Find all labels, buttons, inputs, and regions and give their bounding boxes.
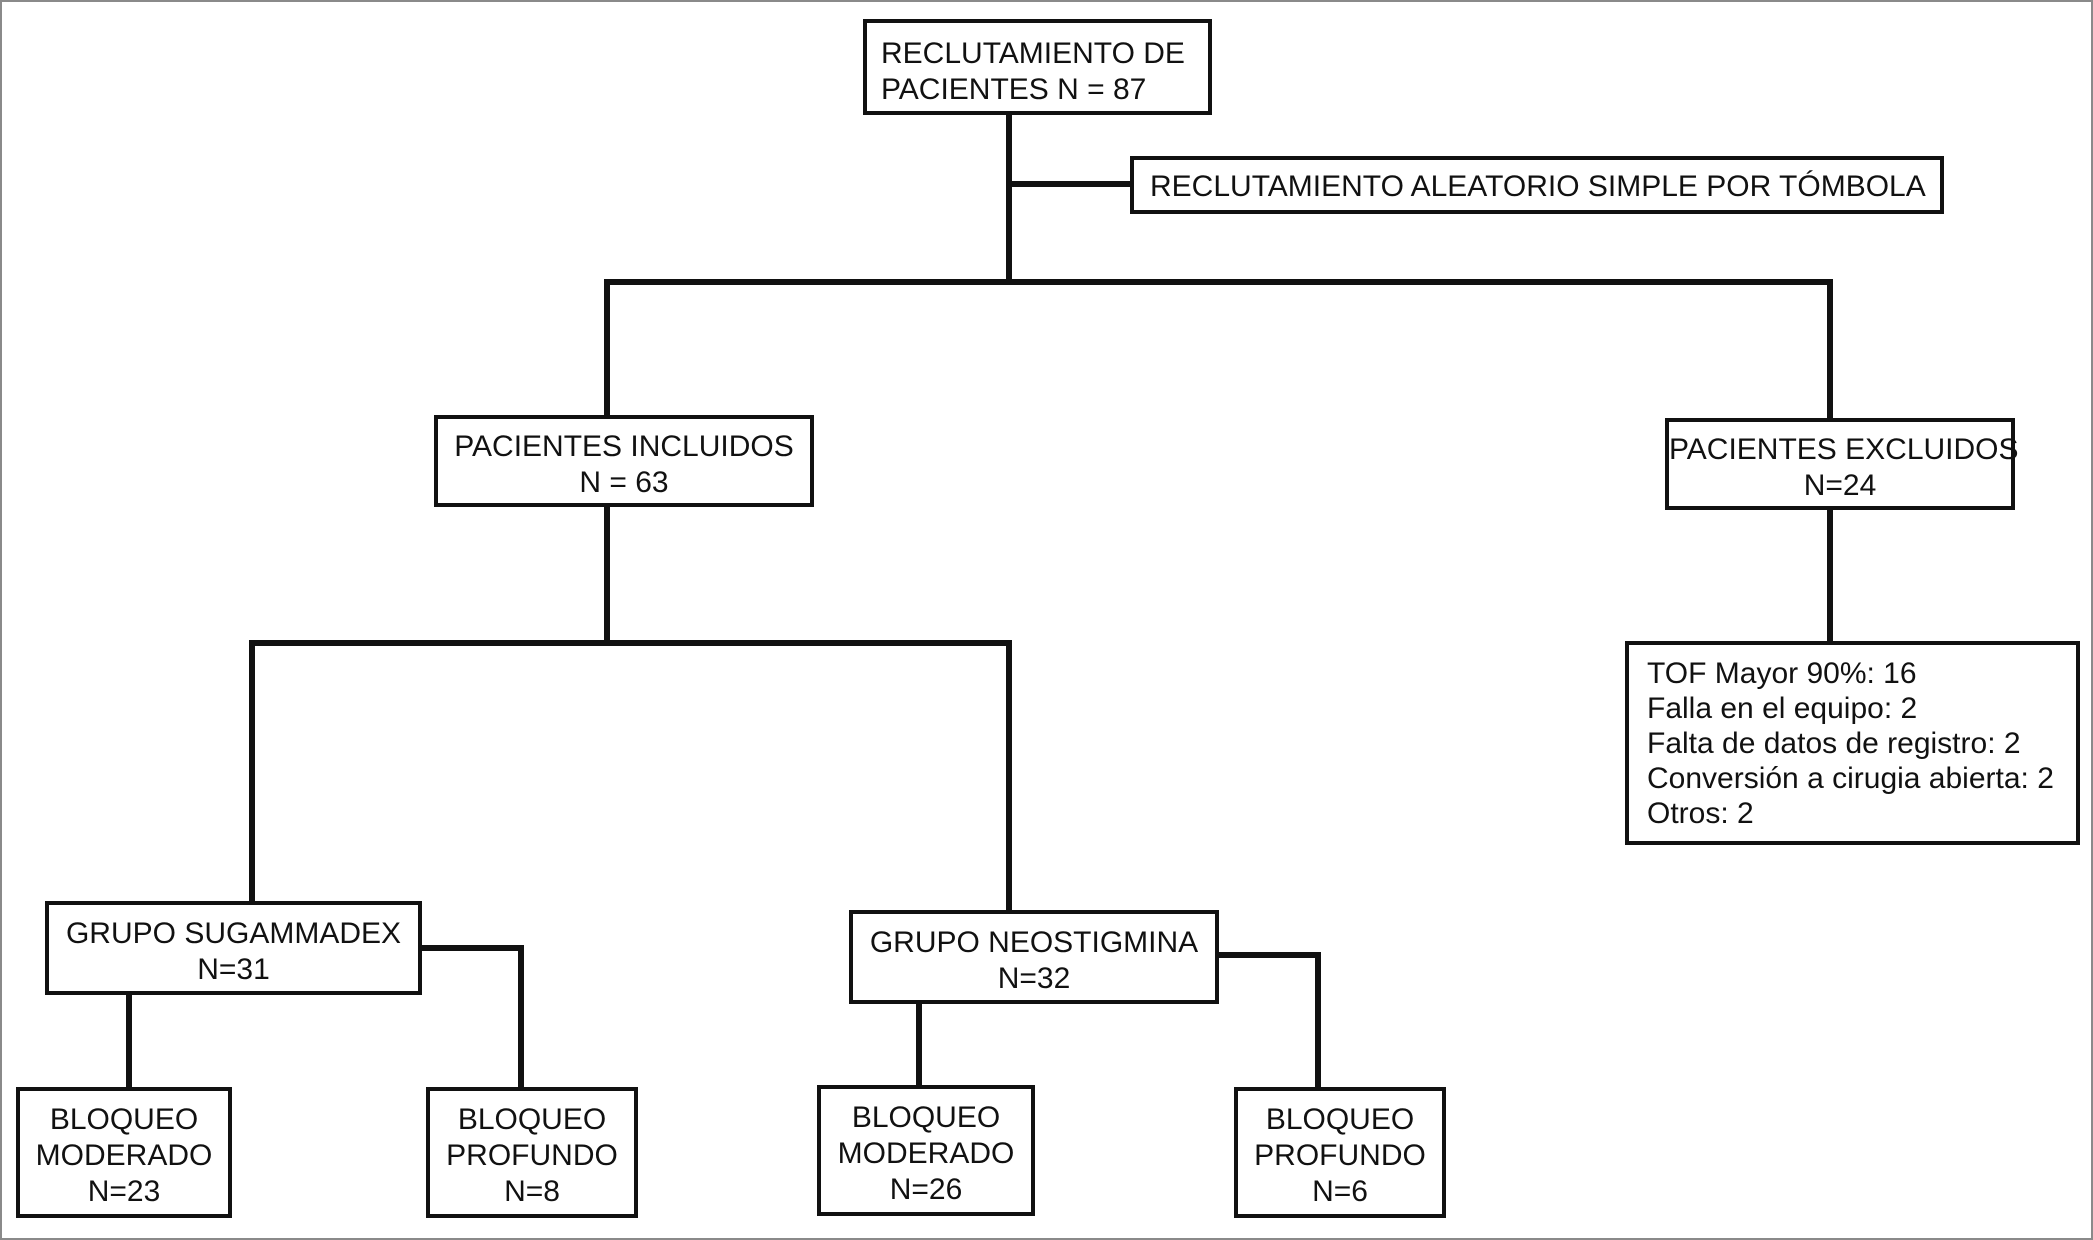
- exclusion-reason-item: Falta de datos de registro: 2: [1647, 727, 2021, 760]
- exclusion-reason-item: Falla en el equipo: 2: [1647, 692, 1918, 725]
- exclusion-reason-item: Conversión a cirugia abierta: 2: [1647, 762, 2054, 795]
- exclusion-reason-item: TOF Mayor 90%: 16: [1647, 657, 1917, 690]
- exclusion-reason-item: Otros: 2: [1647, 797, 1754, 830]
- sugammadex-line2: N=31: [197, 953, 270, 986]
- sug-deep-block-box: BLOQUEO PROFUNDO N=8: [426, 1087, 638, 1218]
- randomization-text: RECLUTAMIENTO ALEATORIO SIMPLE POR TÓMBO…: [1150, 170, 1926, 203]
- recruitment-line2: PACIENTES N = 87: [881, 73, 1147, 106]
- sug-deep-line2: PROFUNDO: [446, 1139, 618, 1172]
- neo-moderate-line3: N=26: [889, 1173, 963, 1206]
- sug-moderate-line1: BLOQUEO: [49, 1103, 199, 1136]
- sugammadex-group-box: GRUPO SUGAMMADEX N=31: [45, 901, 422, 995]
- excluded-box: PACIENTES EXCLUIDOS N=24: [1665, 418, 2019, 510]
- neostigmina-group-box: GRUPO NEOSTIGMINA N=32: [849, 910, 1219, 1004]
- included-box: PACIENTES INCLUIDOS N = 63: [434, 415, 814, 507]
- exclusion-reasons-box: TOF Mayor 90%: 16 Falla en el equipo: 2 …: [1625, 641, 2080, 845]
- sug-deep-line1: BLOQUEO: [457, 1103, 607, 1136]
- neo-deep-block-box: BLOQUEO PROFUNDO N=6: [1234, 1087, 1446, 1218]
- included-line2: N = 63: [579, 466, 669, 499]
- included-line1: PACIENTES INCLUIDOS: [454, 430, 794, 463]
- sug-moderate-block-box: BLOQUEO MODERADO N=23: [16, 1087, 232, 1218]
- excluded-line1: PACIENTES EXCLUIDOS: [1669, 433, 2019, 466]
- neo-moderate-block-box: BLOQUEO MODERADO N=26: [817, 1085, 1035, 1216]
- neo-moderate-line2: MODERADO: [837, 1137, 1015, 1170]
- excluded-line2: N=24: [1803, 469, 1877, 502]
- recruitment-box: RECLUTAMIENTO DE PACIENTES N = 87: [863, 19, 1212, 115]
- sugammadex-line1: GRUPO SUGAMMADEX: [65, 917, 402, 950]
- connector-sug-deep: [417, 945, 524, 1092]
- recruitment-line1: RECLUTAMIENTO DE: [881, 37, 1185, 70]
- randomization-box: RECLUTAMIENTO ALEATORIO SIMPLE POR TÓMBO…: [1130, 156, 1944, 214]
- neo-deep-line2: PROFUNDO: [1254, 1139, 1426, 1172]
- neostigmina-line2: N=32: [997, 962, 1071, 995]
- neo-deep-line3: N=6: [1312, 1175, 1368, 1208]
- sug-moderate-line2: MODERADO: [35, 1139, 213, 1172]
- neo-moderate-line1: BLOQUEO: [851, 1101, 1001, 1134]
- neostigmina-line1: GRUPO NEOSTIGMINA: [869, 926, 1199, 959]
- sug-deep-line3: N=8: [504, 1175, 560, 1208]
- connector-neo-deep: [1214, 952, 1321, 1092]
- sug-moderate-line3: N=23: [87, 1175, 161, 1208]
- neo-deep-line1: BLOQUEO: [1265, 1103, 1415, 1136]
